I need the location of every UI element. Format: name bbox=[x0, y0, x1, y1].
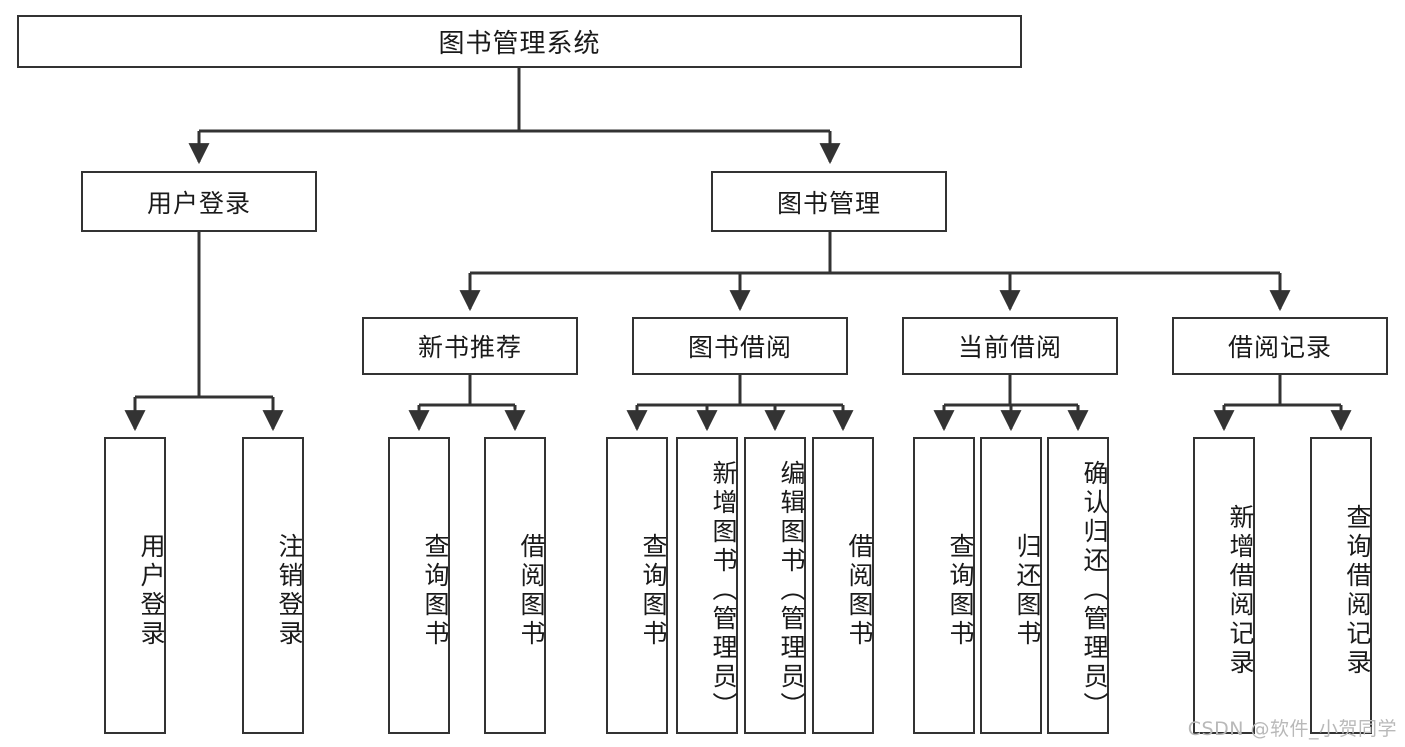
node-leaf-user-login-label: 用户登录 bbox=[137, 532, 166, 649]
node-leaf-logout-label: 注销登录 bbox=[275, 532, 304, 649]
node-root[interactable]: 图书管理系统 bbox=[17, 15, 1022, 68]
node-leaf-confirm-return-label: 确认归还（管理员） bbox=[1080, 460, 1109, 721]
node-root-label: 图书管理系统 bbox=[438, 29, 601, 59]
node-leaf-user-login[interactable]: 用户登录 bbox=[104, 437, 166, 734]
node-leaf-confirm-return[interactable]: 确认归还（管理员） bbox=[1047, 437, 1109, 734]
node-borrow-record-label: 借阅记录 bbox=[1227, 333, 1332, 362]
node-leaf-return-book[interactable]: 归还图书 bbox=[980, 437, 1042, 734]
node-leaf-add-record-label: 新增借阅记录 bbox=[1226, 503, 1255, 678]
node-borrow-record[interactable]: 借阅记录 bbox=[1172, 317, 1388, 375]
node-leaf-query-book-1-label: 查询图书 bbox=[421, 532, 450, 649]
node-leaf-query-book-3[interactable]: 查询图书 bbox=[913, 437, 975, 734]
node-book-borrow[interactable]: 图书借阅 bbox=[632, 317, 848, 375]
node-leaf-borrow-book-1[interactable]: 借阅图书 bbox=[484, 437, 546, 734]
node-leaf-query-record-label: 查询借阅记录 bbox=[1343, 503, 1372, 678]
node-leaf-query-book-3-label: 查询图书 bbox=[946, 532, 975, 649]
node-leaf-query-record[interactable]: 查询借阅记录 bbox=[1310, 437, 1372, 734]
node-leaf-add-book-label: 新增图书（管理员） bbox=[709, 460, 738, 721]
node-book-manage-label: 图书管理 bbox=[776, 188, 881, 218]
node-leaf-borrow-book-1-label: 借阅图书 bbox=[517, 532, 546, 649]
node-leaf-query-book-1[interactable]: 查询图书 bbox=[388, 437, 450, 734]
node-leaf-query-book-2-label: 查询图书 bbox=[639, 532, 668, 649]
node-leaf-logout[interactable]: 注销登录 bbox=[242, 437, 304, 734]
node-current-borrow-label: 当前借阅 bbox=[957, 333, 1062, 362]
node-book-borrow-label: 图书借阅 bbox=[687, 333, 792, 362]
node-leaf-edit-book-label: 编辑图书（管理员） bbox=[777, 460, 806, 721]
node-new-book-rec-label: 新书推荐 bbox=[417, 333, 522, 362]
node-current-borrow[interactable]: 当前借阅 bbox=[902, 317, 1118, 375]
node-user-login[interactable]: 用户登录 bbox=[81, 171, 317, 232]
node-leaf-add-book[interactable]: 新增图书（管理员） bbox=[676, 437, 738, 734]
node-new-book-rec[interactable]: 新书推荐 bbox=[362, 317, 578, 375]
csdn-watermark: CSDN @软件_小贺同学 bbox=[1187, 718, 1397, 740]
node-leaf-borrow-book-2[interactable]: 借阅图书 bbox=[812, 437, 874, 734]
node-leaf-return-book-label: 归还图书 bbox=[1013, 532, 1042, 649]
node-leaf-borrow-book-2-label: 借阅图书 bbox=[845, 532, 874, 649]
node-leaf-edit-book[interactable]: 编辑图书（管理员） bbox=[744, 437, 806, 734]
node-leaf-query-book-2[interactable]: 查询图书 bbox=[606, 437, 668, 734]
node-book-manage[interactable]: 图书管理 bbox=[711, 171, 947, 232]
node-leaf-add-record[interactable]: 新增借阅记录 bbox=[1193, 437, 1255, 734]
node-user-login-label: 用户登录 bbox=[146, 188, 251, 218]
